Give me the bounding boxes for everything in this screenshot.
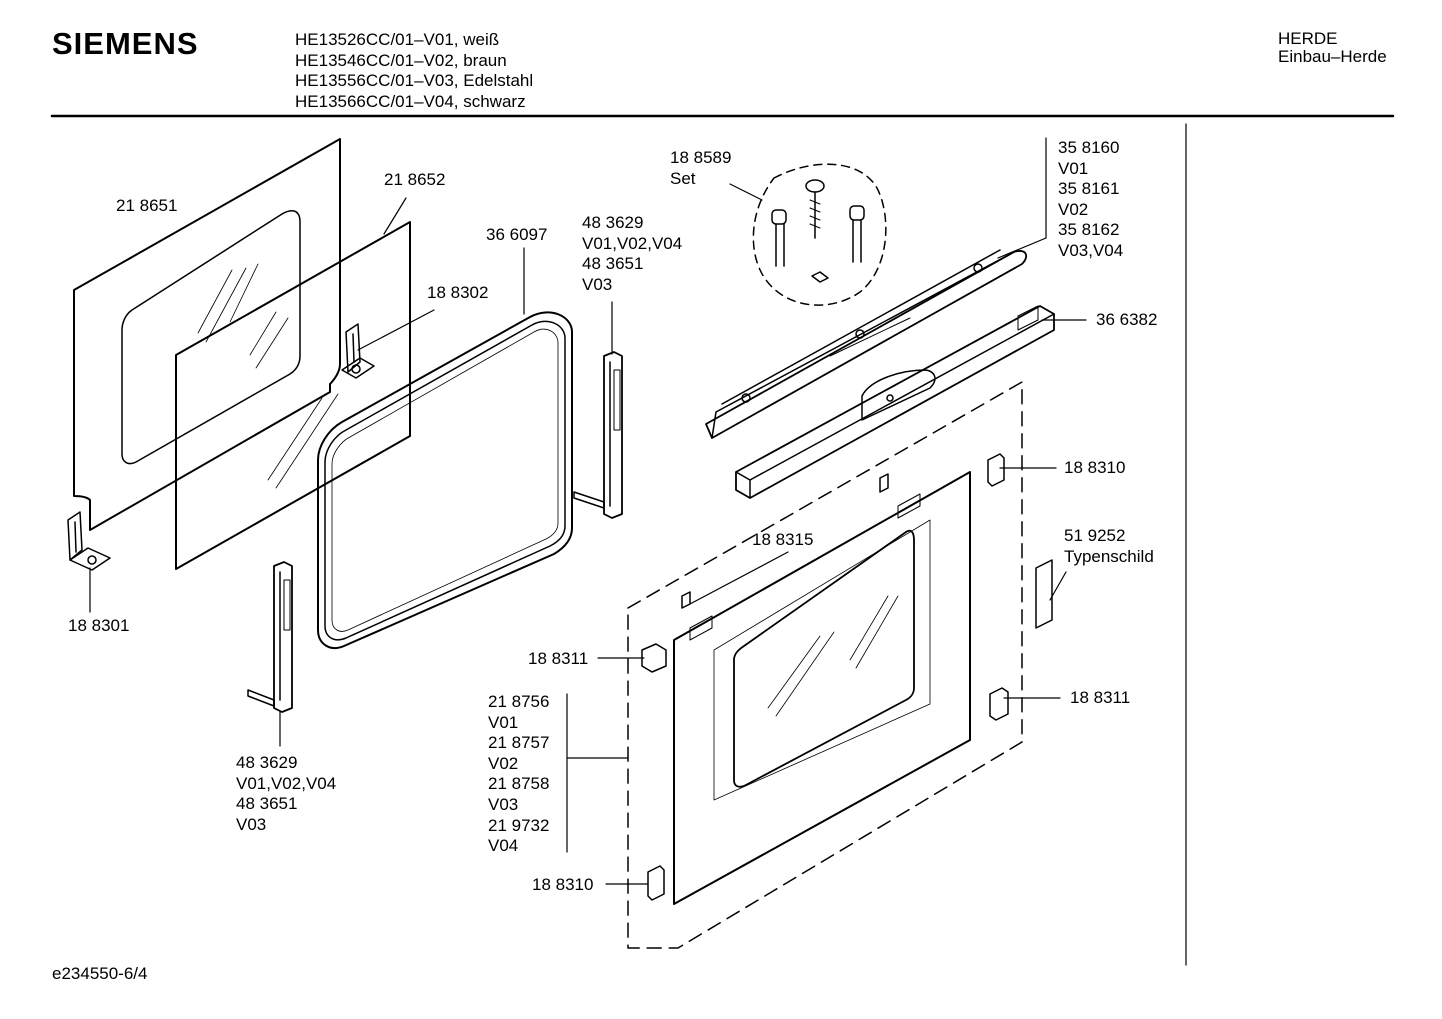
- label-line: V03: [582, 274, 613, 294]
- label-188311-left: 18 8311: [528, 649, 589, 668]
- label-188311-right: 18 8311: [1070, 688, 1131, 707]
- label-366097: 36 6097: [486, 225, 548, 244]
- drawing-code: e234550-6/4: [52, 964, 148, 983]
- label-366382: 36 6382: [1096, 310, 1158, 329]
- label-line: V01: [1058, 158, 1089, 178]
- label-188302: 18 8302: [427, 283, 489, 302]
- label-line: V03: [488, 794, 519, 814]
- label-line: V01: [488, 712, 519, 732]
- label-line: V02: [1058, 199, 1089, 219]
- label-483629-top: 48 3629 V01,V02,V04 48 3651 V03: [582, 213, 682, 295]
- label-218651: 21 8651: [116, 196, 178, 215]
- clip-188310-top[interactable]: [987, 453, 1005, 487]
- door-assembly-outline: [627, 381, 1023, 949]
- category-line: HERDE: [1278, 29, 1338, 48]
- outer-glass-pane[interactable]: [73, 138, 341, 531]
- inner-glass-pane[interactable]: [175, 221, 411, 570]
- label-188310-bottom: 18 8310: [532, 875, 594, 894]
- hinge-holder-left[interactable]: [67, 511, 111, 571]
- label-188310-top: 18 8310: [1064, 458, 1126, 477]
- label-218756: 21 8756 V01 21 8757 V02 21 8758 V03 21 9…: [488, 692, 549, 857]
- label-line: 35 8162: [1058, 220, 1120, 240]
- hinge-holder-right[interactable]: [341, 323, 375, 379]
- label-line: 21 9732: [488, 815, 550, 835]
- handle-support[interactable]: [735, 305, 1055, 499]
- label-line: 48 3629: [582, 213, 644, 232]
- label-line: 18 8589: [670, 148, 732, 167]
- label-line: 48 3651: [236, 794, 298, 814]
- screw-set[interactable]: [752, 163, 887, 306]
- front-door-panel[interactable]: [673, 471, 971, 905]
- label-line: V01,V02,V04: [582, 233, 683, 253]
- brand-logo: SIEMENS: [52, 26, 199, 61]
- label-483629-bottom: 48 3629 V01,V02,V04 48 3651 V03: [236, 753, 336, 835]
- label-line: Typenschild: [1064, 546, 1154, 566]
- label-188301: 18 8301: [68, 616, 130, 635]
- type-plate[interactable]: [1035, 559, 1053, 629]
- model-list: HE13526CC/01–V01, weiß HE13546CC/01–V02,…: [295, 30, 533, 112]
- clip-188311-left[interactable]: [641, 643, 667, 673]
- door-hinge-top[interactable]: [573, 351, 623, 519]
- clip-188310-bottom[interactable]: [647, 865, 665, 901]
- label-line: V02: [488, 753, 519, 773]
- label-line: 48 3651: [582, 254, 644, 274]
- label-line: 51 9252: [1064, 526, 1126, 545]
- label-line: 21 8758: [488, 774, 550, 794]
- door-handle[interactable]: [705, 249, 1028, 439]
- door-hinge-bottom[interactable]: [247, 561, 293, 713]
- label-line: 21 8756: [488, 692, 550, 711]
- label-188315: 18 8315: [752, 530, 814, 549]
- clip-188311-right[interactable]: [989, 687, 1009, 721]
- label-line: 21 8757: [488, 733, 550, 753]
- model-line: HE13546CC/01–V02, braun: [295, 50, 507, 70]
- category-line: Einbau–Herde: [1278, 47, 1387, 66]
- label-358160: 35 8160 V01 35 8161 V02 35 8162 V03,V04: [1058, 138, 1123, 262]
- leader-lines: [89, 137, 1087, 885]
- label-188589: 18 8589 Set: [670, 148, 731, 189]
- door-seal-gasket[interactable]: [317, 311, 573, 649]
- label-line: V03,V04: [1058, 240, 1124, 260]
- category: HERDE Einbau–Herde: [1278, 30, 1387, 66]
- label-line: 35 8160: [1058, 138, 1120, 157]
- label-line: V03: [236, 814, 267, 834]
- label-218652: 21 8652: [384, 170, 446, 189]
- label-line: V04: [488, 836, 519, 856]
- label-line: V01,V02,V04: [236, 773, 337, 793]
- label-line: Set: [670, 168, 696, 188]
- label-519252: 51 9252 Typenschild: [1064, 526, 1154, 567]
- model-line: HE13566CC/01–V04, schwarz: [295, 91, 526, 111]
- label-line: 35 8161: [1058, 179, 1120, 199]
- model-line: HE13556CC/01–V03, Edelstahl: [295, 71, 534, 91]
- label-line: 48 3629: [236, 753, 298, 772]
- model-line: HE13526CC/01–V01, weiß: [295, 30, 500, 49]
